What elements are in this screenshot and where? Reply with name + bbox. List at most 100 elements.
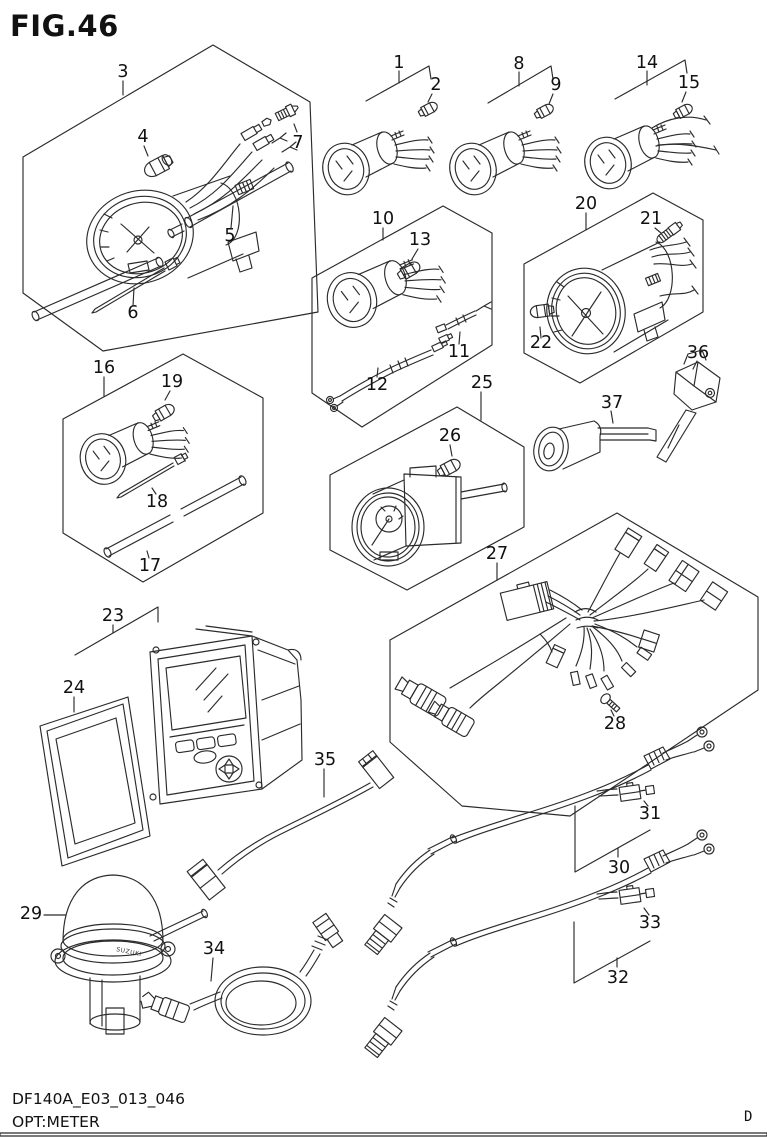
part-label-33: 33 xyxy=(639,913,661,933)
part-6-rod xyxy=(31,256,181,322)
part-label-20: 20 xyxy=(575,194,597,214)
part-7-sender xyxy=(261,102,300,127)
part-29-sensor-dome: 29 SUZUKI xyxy=(20,875,209,1034)
part-19-bulb xyxy=(150,401,178,424)
part-label-32: 32 xyxy=(607,968,629,988)
part-label-13: 13 xyxy=(409,230,431,250)
part-label-24: 24 xyxy=(63,678,85,698)
part-label-28: 28 xyxy=(604,714,626,734)
part-label-3: 3 xyxy=(117,62,128,82)
tachometer-gauge xyxy=(74,124,297,298)
part-23-display-unit: 23 xyxy=(75,606,302,804)
part-32-battery-cable: 32 33 xyxy=(361,829,715,1060)
part-11-lead-wire xyxy=(436,302,491,333)
part-10-box xyxy=(312,206,492,427)
part-30-cable-drawing xyxy=(361,726,715,957)
part-37-sensor: 37 xyxy=(530,393,656,474)
part-5-tube xyxy=(167,161,295,239)
part-1-gauge xyxy=(316,128,435,201)
part-label-7: 7 xyxy=(292,133,303,153)
part-30-battery-cable: 30 31 xyxy=(361,726,715,957)
part-12-lead-wire xyxy=(327,333,454,412)
page-marker: D xyxy=(744,1109,752,1125)
part-26-bulb xyxy=(435,456,464,480)
part-label-15: 15 xyxy=(678,73,700,93)
part-label-10: 10 xyxy=(372,209,394,229)
part-20-box xyxy=(524,193,703,383)
part-23-bracket xyxy=(75,607,158,655)
part-14-gauge-kit: 14 15 xyxy=(578,53,719,195)
part-8-bracket xyxy=(488,66,553,103)
part-label-2: 2 xyxy=(430,75,441,95)
part-label-26: 26 xyxy=(439,426,461,446)
part-label-4: 4 xyxy=(137,127,148,147)
part-34-coiled-cable: 34 xyxy=(139,913,344,1035)
part-label-35: 35 xyxy=(314,750,336,770)
wiring-harness xyxy=(393,528,728,738)
part-label-27: 27 xyxy=(486,544,508,564)
part-25-gauge xyxy=(352,466,508,566)
part-1-bracket xyxy=(366,66,431,101)
part-32-cable-drawing xyxy=(361,829,715,1060)
part-label-31: 31 xyxy=(639,804,661,824)
part-25-box xyxy=(330,407,524,590)
speedometer-gauge xyxy=(538,238,698,362)
part-label-1: 1 xyxy=(393,53,404,73)
part-21-bulb xyxy=(655,220,684,245)
part-8-gauge xyxy=(443,128,562,201)
part-8-gauge-kit: 8 9 xyxy=(443,54,562,201)
part-label-8: 8 xyxy=(513,54,524,74)
part-18-rod xyxy=(117,452,188,498)
part-label-16: 16 xyxy=(93,358,115,378)
part-30-bracket xyxy=(575,806,650,872)
part-label-23: 23 xyxy=(102,606,124,626)
part-10-gauge-kit: 10 13 12 11 xyxy=(312,206,492,427)
doc-code: DF140A_E03_013_046 xyxy=(12,1090,185,1109)
part-2-bulb xyxy=(416,99,440,119)
part-16-box xyxy=(63,354,263,582)
part-label-17: 17 xyxy=(139,556,161,576)
part-16-gauge-kit: 16 19 18 17 xyxy=(63,354,263,582)
part-label-19: 19 xyxy=(161,372,183,392)
part-27-box xyxy=(390,513,758,816)
part-10-gauge xyxy=(320,257,446,334)
part-27-harness-kit: 27 xyxy=(390,513,758,816)
part-label-18: 18 xyxy=(146,492,168,512)
part-35-cable: 35 xyxy=(187,750,394,900)
brand-text: SUZUKI xyxy=(116,946,143,958)
part-14-gauge xyxy=(578,122,697,195)
part-label-34: 34 xyxy=(203,939,225,959)
part-3-box xyxy=(23,45,318,351)
figure-title: FIG.46 xyxy=(10,9,119,43)
part-label-5: 5 xyxy=(224,226,235,246)
display-unit xyxy=(150,626,302,804)
part-label-30: 30 xyxy=(608,858,630,878)
part-label-11: 11 xyxy=(448,342,470,362)
part-25-meter-kit: 25 26 xyxy=(330,373,524,590)
part-label-36: 36 xyxy=(687,343,709,363)
part-3-tachometer-kit: 3 4 xyxy=(23,45,318,351)
part-label-12: 12 xyxy=(366,375,388,395)
part-label-29: 29 xyxy=(20,904,42,924)
bottom-rule xyxy=(0,1133,767,1136)
part-14-bracket xyxy=(615,60,687,99)
figure-caption: OPT:METER xyxy=(12,1113,100,1131)
part-label-37: 37 xyxy=(601,393,623,413)
part-label-21: 21 xyxy=(640,209,662,229)
part-label-22: 22 xyxy=(530,333,552,353)
part-label-6: 6 xyxy=(127,303,138,323)
part-label-14: 14 xyxy=(636,53,658,73)
part-label-9: 9 xyxy=(550,75,561,95)
footer: DF140A_E03_013_046 OPT:METER D xyxy=(0,1090,767,1136)
part-36-sensor: 36 xyxy=(657,343,720,462)
part-label-25: 25 xyxy=(471,373,493,393)
part-32-bracket xyxy=(574,922,650,983)
part-16-gauge xyxy=(73,419,190,491)
part-1-gauge-kit: 1 2 xyxy=(316,53,442,201)
part-17-tube xyxy=(103,475,248,559)
part-24-frame: 24 xyxy=(40,678,150,866)
part-20-speedometer-kit: 20 21 22 xyxy=(524,193,703,383)
part-28-screw xyxy=(599,692,622,714)
